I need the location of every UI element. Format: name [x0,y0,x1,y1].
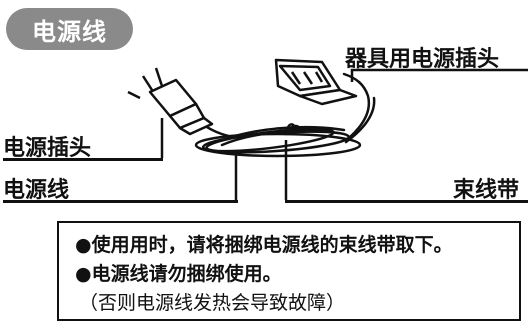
cable-tie-label: 束线带 [453,178,520,203]
power-cord-label: 电源线 [3,178,70,203]
notice-line-remove-tie: ●使用用时，请将捆绑电源线的束线带取下。 [75,234,453,256]
notice-line-reason: （否则电源线发热会导致故障） [79,292,346,314]
power-cord-underline [3,200,238,203]
title-badge: 电源线 [6,8,133,50]
leader-lines [160,68,528,200]
power-plug-label: 电源插头 [3,136,92,161]
notice-line-do-not-bundle: ●电源线请勿捆绑使用。 [75,263,282,285]
notice-box: ●使用用时，请将捆绑电源线的束线带取下。 ●电源线请勿捆绑使用。 （否则电源线发… [57,221,521,321]
power-plug-icon [127,67,214,136]
power-plug-underline [3,158,163,161]
appliance-plug-label: 器具用电源插头 [345,47,500,72]
appliance-coupler-icon [274,58,358,106]
badge-title: 电源线 [32,17,107,46]
cable-tie-underline [285,200,528,203]
coiled-cord-icon [194,72,376,158]
